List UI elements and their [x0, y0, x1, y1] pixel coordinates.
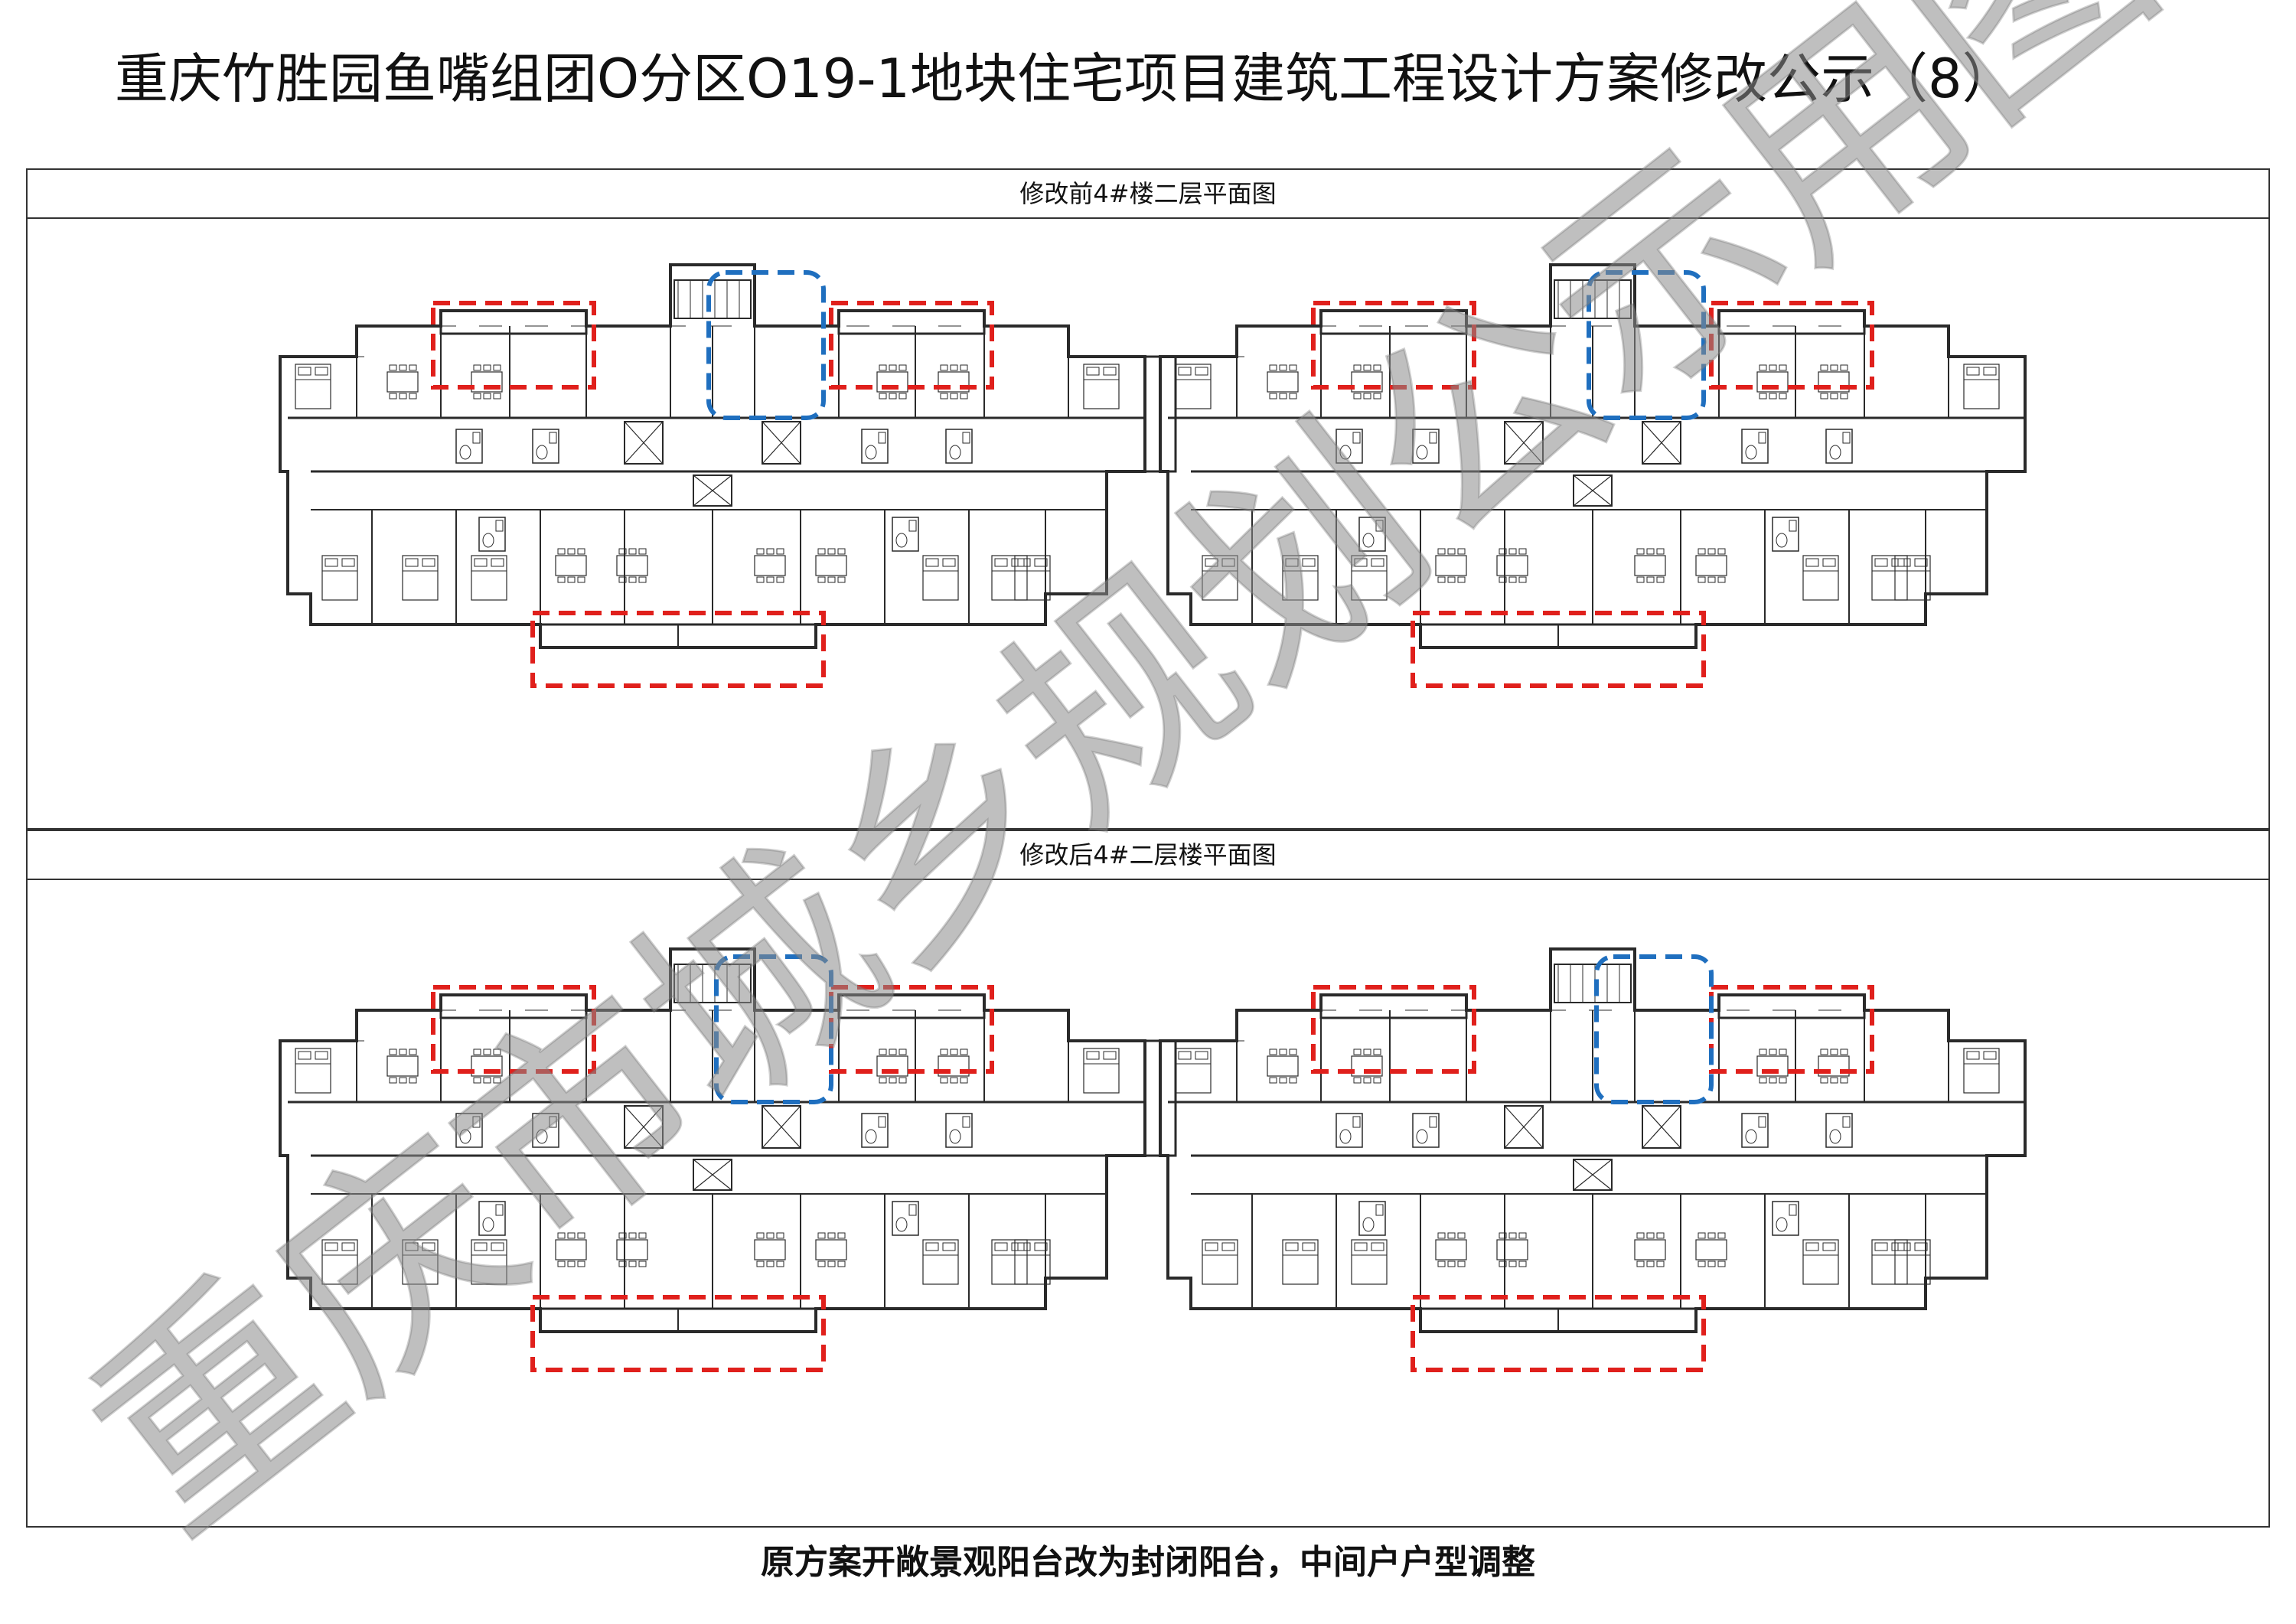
block-link — [1143, 355, 1177, 473]
highlight-blue-core — [1587, 270, 1706, 420]
highlight-red-south — [530, 611, 826, 688]
balcony-north-east — [837, 993, 986, 1019]
highlight-red-south — [530, 1295, 826, 1372]
page-title: 重庆竹胜园鱼嘴组团O分区O19-1地块住宅项目建筑工程设计方案修改公示（8） — [115, 47, 2016, 110]
balcony-north-west — [439, 993, 588, 1019]
panel-before: 修改前4#楼二层平面图 — [26, 168, 2270, 830]
balcony-north-east — [1717, 309, 1866, 335]
highlight-red-north-east — [829, 985, 994, 1074]
highlight-blue-core — [706, 270, 826, 420]
balcony-north-east — [1717, 993, 1866, 1019]
highlight-red-north-west — [431, 985, 596, 1074]
panel-heading-before: 修改前4#楼二层平面图 — [28, 170, 2268, 219]
floor-plan-after — [279, 947, 2027, 1372]
balcony-north-east — [837, 309, 986, 335]
block-link — [1143, 1039, 1177, 1157]
highlight-blue-core — [714, 954, 833, 1104]
floor-plan-before — [279, 263, 2027, 688]
highlight-red-north-west — [1311, 301, 1476, 390]
highlight-blue-core — [1594, 954, 1714, 1104]
plan-drawing — [279, 263, 2027, 688]
panel-after: 修改后4#二层楼平面图 — [26, 830, 2270, 1528]
balcony-north-west — [1319, 993, 1468, 1019]
balcony-north-west — [1319, 309, 1468, 335]
balcony-north-west — [439, 309, 588, 335]
footer-note: 原方案开敞景观阳台改为封闭阳台，中间户户型调整 — [761, 1543, 1535, 1582]
highlight-red-north-east — [1709, 985, 1874, 1074]
plan-drawing — [279, 947, 2027, 1372]
highlight-red-north-west — [431, 301, 596, 390]
highlight-red-north-east — [829, 301, 994, 390]
highlight-red-south — [1411, 611, 1706, 688]
panel-heading-after: 修改后4#二层楼平面图 — [28, 831, 2268, 880]
highlight-red-north-west — [1311, 985, 1476, 1074]
highlight-red-north-east — [1709, 301, 1874, 390]
highlight-red-south — [1411, 1295, 1706, 1372]
